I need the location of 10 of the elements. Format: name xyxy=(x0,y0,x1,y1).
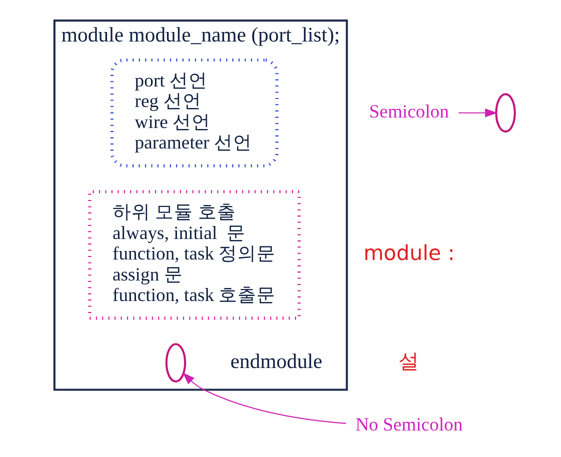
node-ellipse xyxy=(165,343,186,382)
label: module : xyxy=(363,241,455,266)
node-box: 하위 모듈 호출 always, initial 문 function, task 정의문 assign 문 function, task 호출문 xyxy=(88,190,301,320)
node-text: No Semicolon xyxy=(355,414,463,436)
node-ellipse xyxy=(495,93,516,133)
node-box: port 선언 reg 선언 wire 선언 parameter 선언 xyxy=(110,58,278,168)
arrow xyxy=(458,108,498,118)
label: 설 xyxy=(398,348,420,373)
node-text: Semicolon xyxy=(369,101,449,122)
arrow xyxy=(182,372,346,424)
